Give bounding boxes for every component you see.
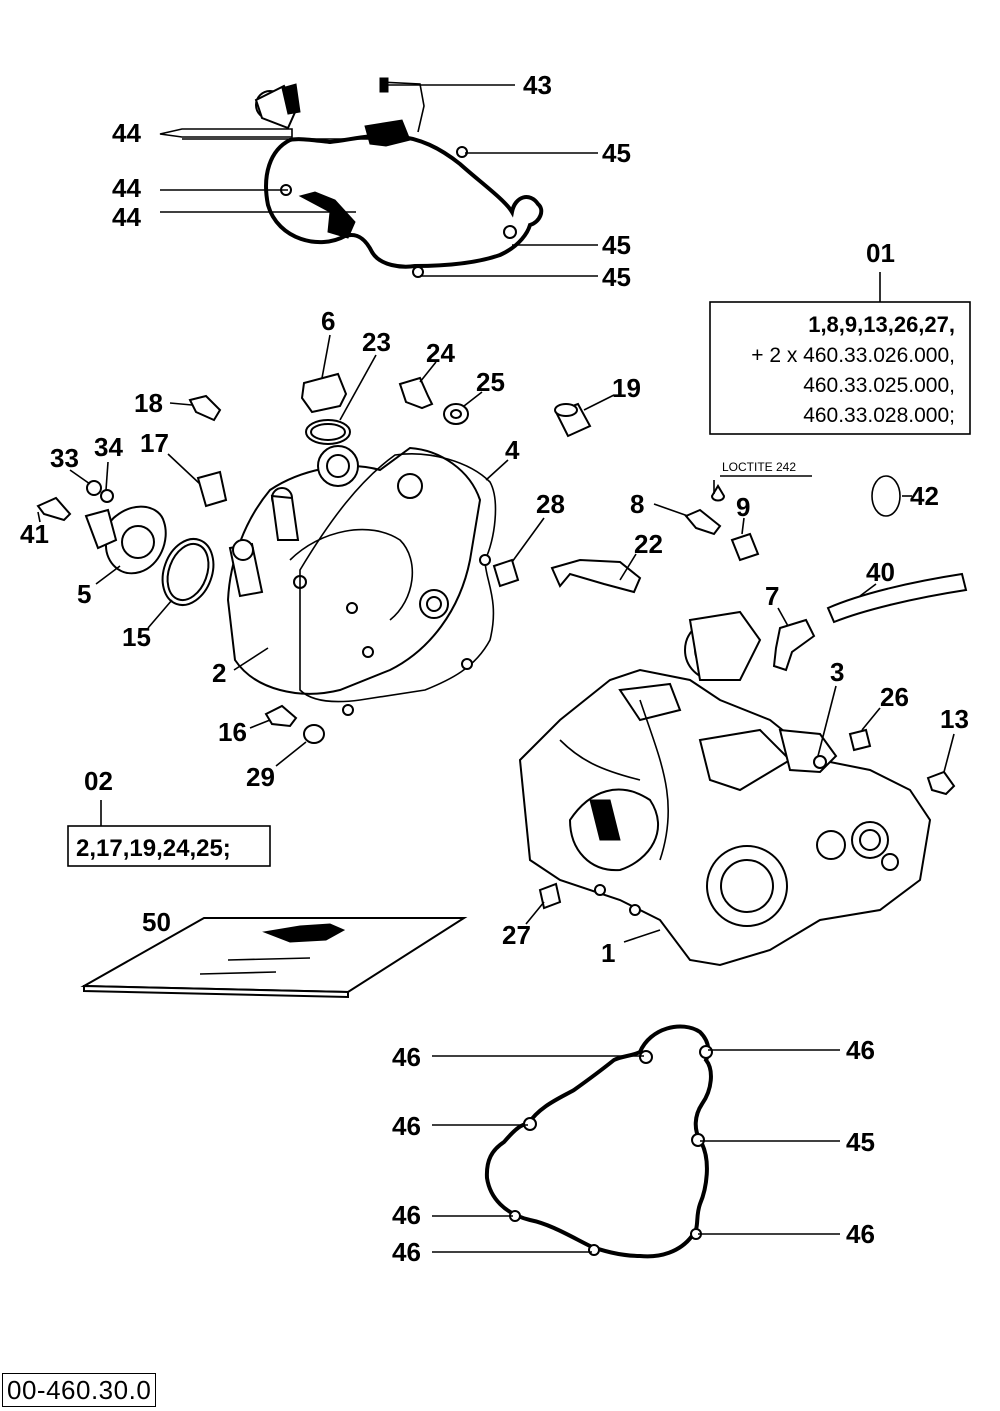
- hose-40: [826, 572, 968, 624]
- screw-8: [684, 508, 722, 536]
- ignition-cover-gasket: [484, 1024, 713, 1259]
- callout-18: 18: [134, 388, 163, 418]
- gasket-kit-01-box: 01 1,8,9,13,26,27, + 2 x 460.33.026.000,…: [709, 238, 971, 435]
- kit01-line2: + 2 x 460.33.026.000,: [751, 344, 955, 367]
- callout-16: 16: [218, 717, 247, 747]
- callout-25: 25: [476, 367, 505, 397]
- dowel-28: [492, 558, 520, 588]
- callout-46e: 46: [846, 1219, 875, 1249]
- clutch-cover-gasket-top: [254, 77, 544, 278]
- callout-46d: 46: [392, 1200, 421, 1230]
- callout-26: 26: [880, 682, 909, 712]
- callout-19: 19: [612, 373, 641, 403]
- callout-1: 1: [601, 938, 615, 968]
- callout-3: 3: [830, 657, 844, 687]
- callout-46a: 46: [392, 1042, 421, 1072]
- callout-28: 28: [536, 489, 565, 519]
- fitting-7: [772, 618, 816, 672]
- oil-filler-plug: [300, 372, 348, 414]
- callout-45c: 45: [602, 262, 631, 292]
- callout-45a: 45: [602, 138, 631, 168]
- kit01-line4: 460.33.028.000;: [803, 404, 955, 427]
- callout-45d: 45: [846, 1127, 875, 1157]
- screw-24: [398, 376, 434, 410]
- clutch-cover-gasket: [299, 453, 497, 716]
- callout-50: 50: [142, 907, 171, 937]
- callout-23: 23: [362, 327, 391, 357]
- callout-27: 27: [502, 920, 531, 950]
- crankcase: [518, 610, 932, 967]
- callout-46f: 46: [392, 1237, 421, 1267]
- callout-46c: 46: [392, 1111, 421, 1141]
- callout-33: 33: [50, 443, 79, 473]
- loctite-drop: [710, 484, 726, 502]
- washer-29: [303, 724, 325, 744]
- callout-40: 40: [866, 557, 895, 587]
- callout-6: 6: [321, 306, 335, 336]
- kit01-line3: 460.33.025.000,: [803, 374, 955, 397]
- callout-24: 24: [426, 338, 455, 368]
- dowel-27: [538, 882, 562, 910]
- leader-44a: [159, 128, 293, 138]
- clutch-cover: [226, 445, 482, 695]
- kit02-line1: 2,17,19,24,25;: [76, 835, 231, 862]
- figure-number: 00-460.30.0: [2, 1373, 157, 1407]
- sleeve-9: [730, 532, 760, 562]
- screw-41: [36, 496, 72, 522]
- loctite-note: LOCTITE 242: [722, 460, 796, 474]
- kit01-line1: 1,8,9,13,26,27,: [808, 312, 955, 337]
- callout-17: 17: [140, 428, 169, 458]
- callout-34: 34: [94, 432, 123, 462]
- washer-34: [100, 489, 114, 503]
- gasket-kit-leaflet: 50: [80, 907, 468, 999]
- callout-46b: 46: [846, 1035, 875, 1065]
- callout-29: 29: [246, 762, 275, 792]
- callout-8: 8: [630, 489, 644, 519]
- callout-01: 01: [866, 238, 895, 268]
- callout-9: 9: [736, 492, 750, 522]
- callout-5: 5: [77, 579, 91, 609]
- callout-42: 42: [910, 481, 939, 511]
- callout-45b: 45: [602, 230, 631, 260]
- callout-02: 02: [84, 766, 113, 796]
- screw-16: [264, 704, 298, 728]
- callout-43: 43: [523, 70, 552, 100]
- callout-7: 7: [765, 581, 779, 611]
- callout-13: 13: [940, 704, 969, 734]
- kit-02-box: 02 2,17,19,24,25;: [67, 766, 271, 867]
- bracket-22: [550, 558, 642, 594]
- plug-17: [196, 470, 228, 508]
- screw-13: [926, 770, 956, 796]
- callout-2: 2: [212, 658, 226, 688]
- clip-42: [871, 475, 901, 517]
- callout-41: 41: [20, 519, 49, 549]
- screw-18: [188, 394, 222, 422]
- callout-22: 22: [634, 529, 663, 559]
- callout-44b: 44: [112, 173, 141, 203]
- dowel-26: [848, 728, 872, 752]
- callout-4: 4: [505, 435, 520, 465]
- callout-15: 15: [122, 622, 151, 652]
- callout-44a: 44: [112, 118, 141, 148]
- screw-33: [86, 480, 102, 496]
- callout-44c: 44: [112, 202, 141, 232]
